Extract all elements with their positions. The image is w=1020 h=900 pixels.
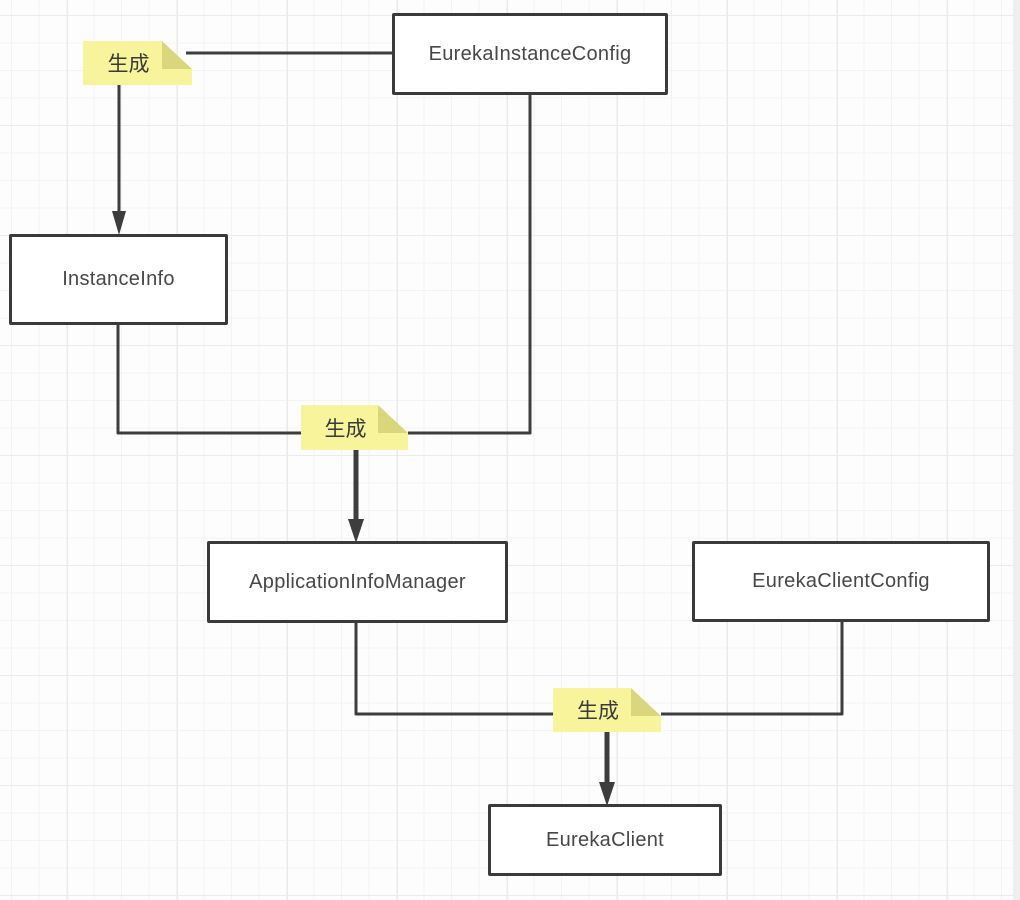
edge-eurekaclientconfig-to-note3 — [661, 622, 844, 716]
note-label: 生成 — [577, 700, 619, 723]
node-instance-info: InstanceInfo — [9, 234, 228, 325]
node-label: InstanceInfo — [62, 268, 175, 290]
node-label: EurekaInstanceConfig — [428, 42, 632, 65]
node-eureka-instance-config: EurekaInstanceConfig — [392, 13, 668, 95]
node-label: EurekaClientConfig — [752, 570, 930, 592]
arrowhead-icon — [112, 211, 126, 235]
edge-applicationinfomanager-to-note3 — [354, 623, 553, 716]
edge-eurekainstanceconfig-to-note2 — [408, 95, 532, 435]
node-application-info-manager: ApplicationInfoManager — [207, 541, 508, 623]
note-label: 生成 — [324, 417, 367, 441]
canvas-edge-strip — [1013, 0, 1020, 900]
edge-instanceinfo-to-note2 — [116, 325, 301, 435]
note-label: 生成 — [107, 53, 150, 76]
node-eureka-client: EurekaClient — [488, 804, 722, 876]
node-label: EurekaClient — [545, 828, 665, 851]
node-label: ApplicationInfoManager — [249, 570, 466, 593]
arrowhead-icon — [348, 519, 364, 543]
arrowhead-icon — [599, 782, 615, 806]
node-eureka-client-config: EurekaClientConfig — [692, 541, 990, 622]
